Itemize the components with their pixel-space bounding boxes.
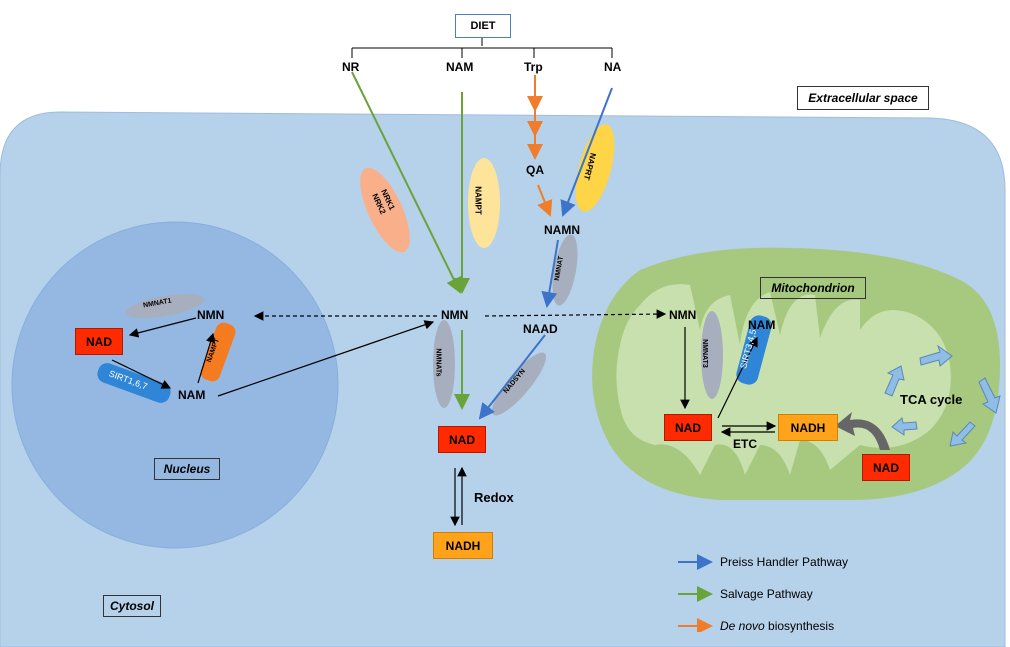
legend-arrows	[678, 554, 713, 632]
extracellular-label: Extracellular space	[797, 86, 929, 110]
nam-mito-label: NAM	[748, 318, 776, 332]
nmnats-shape	[433, 320, 455, 408]
nucleus	[11, 221, 339, 549]
source-nr: NR	[342, 60, 360, 74]
nmn-cyto-label: NMN	[441, 308, 469, 322]
legend-denovo: De novo biosynthesis	[720, 619, 834, 633]
legend-denovo-rest: biosynthesis	[764, 619, 835, 633]
nad-tca: NAD	[862, 454, 910, 481]
nadsyn-shape	[491, 352, 547, 416]
nucleus-label: Nucleus	[154, 458, 220, 480]
nad-nucleus: NAD	[75, 328, 123, 355]
nmnat3-label: NMNAT3	[700, 339, 708, 368]
nmn-nucleus-label: NMN	[197, 308, 225, 322]
tca-label: TCA cycle	[900, 392, 963, 407]
mitochondrion-label: Mitochondrion	[760, 277, 866, 299]
diet-box: DIET	[455, 14, 511, 38]
nrk-enzyme-shape	[360, 167, 410, 253]
namn-label: NAMN	[544, 223, 580, 237]
nmnat3-shape	[701, 311, 723, 399]
nmnat-cyto-shape	[552, 234, 578, 306]
sirt167-shape	[97, 363, 171, 403]
nmnats-label: NMNATs	[434, 348, 442, 377]
naad-label: NAAD	[523, 322, 558, 336]
legend-denovo-italic: De novo	[720, 619, 765, 633]
legend-salvage: Salvage Pathway	[720, 587, 813, 601]
naprt-shape	[575, 124, 615, 212]
legend-preiss: Preiss Handler Pathway	[720, 555, 849, 569]
nampt-cyto-shape	[468, 158, 500, 248]
nampt-cyto-label: NAMPT	[473, 186, 483, 215]
source-trp: Trp	[524, 60, 543, 74]
source-nam: NAM	[446, 60, 474, 74]
nadh-mito: NADH	[778, 414, 838, 441]
etc-label: ETC	[733, 437, 757, 451]
source-na: NA	[604, 60, 622, 74]
nmnat1-shape	[125, 293, 205, 319]
qa-label: QA	[526, 163, 544, 177]
sirt345-shape	[736, 315, 772, 385]
nam-nucleus-label: NAM	[178, 388, 206, 402]
nmn-mito-label: NMN	[669, 308, 697, 322]
tca-curved-arrow	[835, 412, 890, 450]
nampt-nuc-shape	[200, 322, 236, 382]
nad-cyto: NAD	[438, 426, 486, 453]
cytosol-label: Cytosol	[103, 595, 161, 617]
redox-label: Redox	[474, 490, 514, 505]
nad-mito: NAD	[664, 414, 712, 441]
nadh-cyto: NADH	[433, 532, 493, 559]
tca-cycle-arrows	[884, 344, 1001, 447]
